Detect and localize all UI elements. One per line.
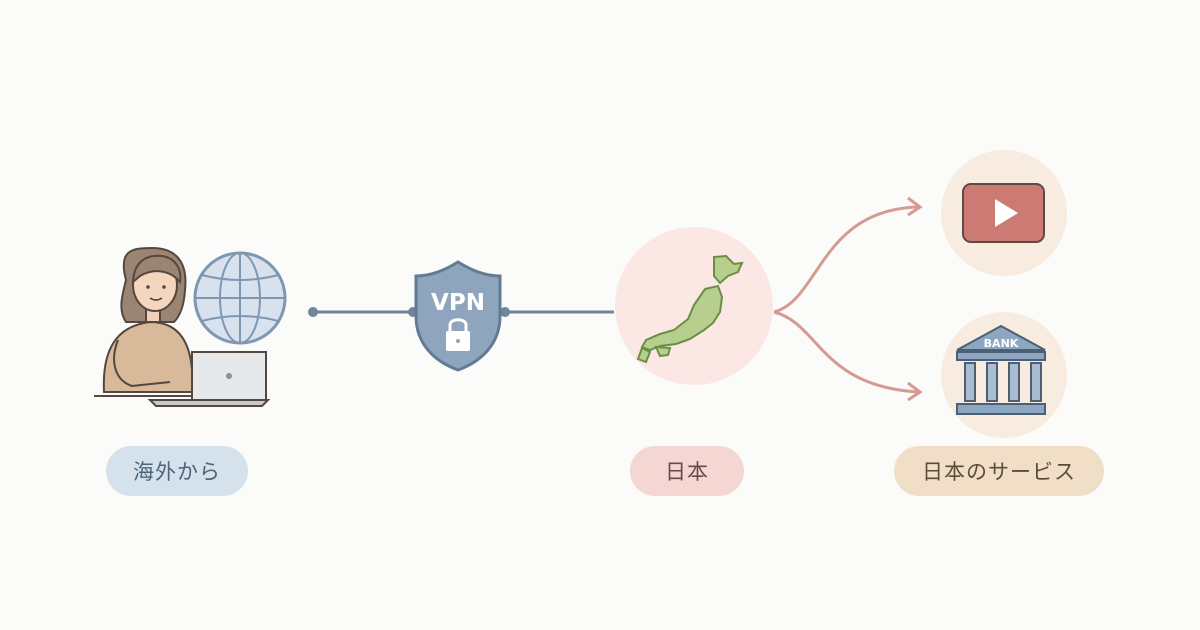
globe-icon [193, 251, 287, 345]
person-icon [94, 246, 196, 397]
bank-label: BANK [984, 337, 1019, 350]
vpn-shield-icon: VPN [414, 260, 502, 372]
japanese-services-label: 日本のサービス [894, 446, 1104, 496]
lock-icon [446, 318, 470, 351]
right-connector [500, 307, 614, 317]
japan-label: 日本 [630, 446, 744, 496]
branch-arrows [773, 196, 923, 402]
overseas-label: 海外から [106, 446, 248, 496]
video-play-icon [962, 183, 1045, 243]
japan-map-icon [636, 254, 744, 364]
bank-icon: BANK [956, 324, 1046, 415]
left-connector [308, 307, 418, 317]
laptop-icon [147, 351, 271, 407]
vpn-label: VPN [431, 290, 485, 316]
